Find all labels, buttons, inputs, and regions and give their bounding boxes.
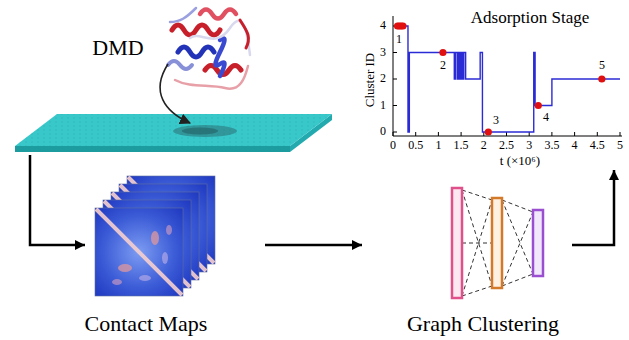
y-tick: [393, 52, 397, 53]
stage-dot: [598, 75, 605, 82]
cluster-trace: [398, 26, 620, 132]
surface-slab: [182, 128, 218, 135]
protein-structure: [216, 39, 225, 77]
tick-label: 3: [526, 139, 532, 152]
surface-slab: [173, 125, 237, 137]
hidden-layer: [492, 198, 502, 288]
protein-structure: [168, 61, 192, 69]
network-links: [502, 212, 533, 286]
simulation-panel: DMD: [8, 5, 338, 155]
stage-points: [394, 22, 606, 135]
y-tick: [393, 105, 397, 106]
axis-title: t (×10⁶): [500, 154, 540, 168]
y-axis: [393, 16, 394, 136]
surface-slab: [15, 114, 332, 146]
tick-label: 4: [380, 19, 386, 32]
contact-map-stack: [95, 176, 215, 296]
pointer-arrow: [160, 64, 190, 123]
callout-number: 2: [440, 59, 446, 72]
x-tick: [438, 132, 439, 136]
stage-dot: [535, 102, 542, 109]
network-links: [462, 200, 492, 296]
stage-dot: [485, 128, 492, 135]
tick-label: 3.5: [544, 139, 559, 152]
x-tick: [551, 132, 552, 136]
network-links: [462, 190, 492, 200]
y-tick: [393, 132, 397, 133]
y-tick: [393, 79, 397, 80]
tick-label: 2: [481, 139, 487, 152]
chart-title: Adsorption Stage: [471, 9, 590, 28]
x-tick: [415, 132, 416, 136]
protein-structure: [240, 20, 248, 48]
stage-caption: Graph Clustering: [407, 312, 559, 336]
tick-label: 2.5: [499, 139, 514, 152]
network-links: [502, 200, 533, 212]
x-tick: [620, 132, 621, 136]
tick-label: 4: [572, 139, 578, 152]
callout-number: 5: [599, 59, 605, 72]
flow-arrow: [572, 170, 614, 245]
flow-arrow: [265, 244, 362, 247]
cluster-trace-line: [398, 26, 620, 132]
tick-label: 0.5: [408, 139, 423, 152]
tick-label: 1: [380, 99, 386, 112]
x-tick: [574, 132, 575, 136]
callout-number: 1: [396, 33, 402, 46]
input-layer: [452, 188, 462, 298]
method-label: DMD: [92, 36, 143, 60]
protein-structure: [200, 10, 236, 19]
protein-structure: [178, 47, 214, 57]
stage-dot: [439, 49, 446, 56]
protein-structure: [168, 8, 250, 89]
surface-slab: [15, 114, 332, 152]
protein-structure: [170, 8, 196, 22]
x-tick: [597, 132, 598, 136]
x-tick: [393, 132, 394, 136]
clustering-panel: Graph Clustering: [362, 178, 572, 338]
chart-panel: Adsorption Stage: [355, 2, 627, 170]
tick-label: 2: [380, 72, 386, 85]
tick-label: 3: [380, 46, 386, 59]
tick-label: 1: [435, 139, 441, 152]
axis-title: Cluster ID: [363, 53, 377, 108]
surface-slab: [15, 146, 290, 152]
stage-caption: Contact Maps: [85, 312, 208, 336]
network-links: [462, 286, 492, 296]
tick-label: 0: [380, 125, 386, 138]
contact-map: [95, 208, 183, 296]
surface-slab: [15, 114, 332, 146]
embedding-layer: [533, 210, 543, 276]
callout-number: 4: [543, 111, 549, 124]
flow-arrow: [30, 155, 85, 245]
tick-label: 0: [390, 139, 396, 152]
protein-structure: [175, 66, 248, 89]
x-axis: [393, 136, 622, 137]
network-links: [502, 200, 533, 274]
x-tick: [461, 132, 462, 136]
protein-structure: [172, 25, 220, 35]
axis-ticks: [393, 26, 620, 136]
network-links: [462, 243, 492, 244]
stage-dot: [399, 22, 406, 29]
contact-map-panel: Contact Maps: [85, 178, 265, 338]
protein-structure: [190, 21, 250, 55]
tick-label: 1.5: [454, 139, 469, 152]
network-links: [502, 274, 533, 286]
graph-network: [452, 188, 543, 298]
network-links: [462, 190, 492, 286]
network-links: [462, 190, 533, 296]
callout-number: 3: [493, 114, 499, 127]
cluster-chart: [393, 16, 622, 136]
tick-label: 5: [617, 139, 623, 152]
tick-label: 4.5: [590, 139, 605, 152]
